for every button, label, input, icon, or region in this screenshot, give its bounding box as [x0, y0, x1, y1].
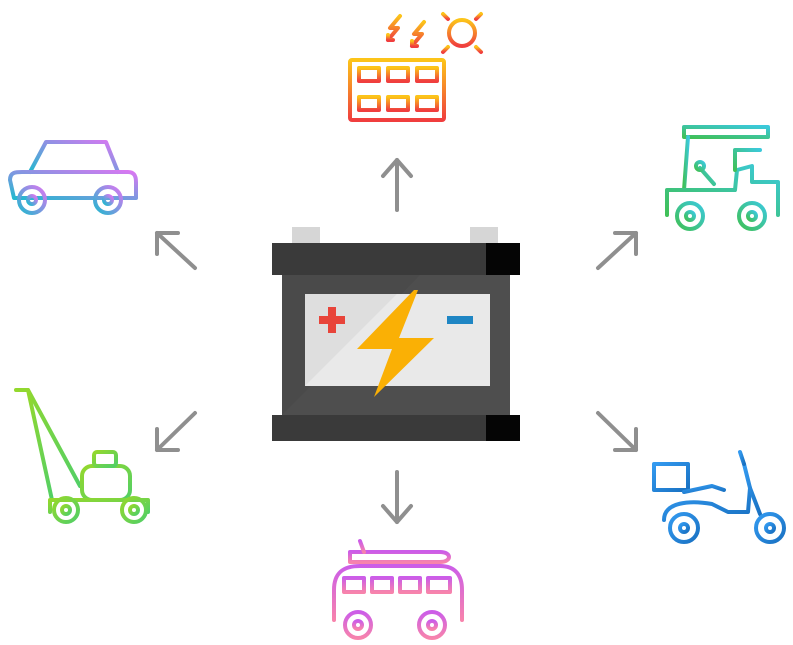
battery-terminal-left: [292, 227, 320, 245]
lawn-mower-icon: [14, 388, 150, 524]
battery-bottom-lid: [272, 415, 520, 441]
arrow-down-left: [155, 411, 197, 452]
car-icon: [8, 140, 138, 215]
battery-top-lid: [272, 243, 520, 275]
minus-symbol: [447, 316, 473, 324]
scooter-icon: [652, 450, 786, 544]
car-battery-icon: [272, 227, 520, 441]
camper-van-icon: [332, 539, 464, 640]
arrow-down-right: [596, 411, 638, 452]
golf-cart-icon: [665, 125, 780, 231]
solar-panel-icon: [348, 4, 491, 142]
arrow-up-right: [596, 231, 638, 270]
arrow-up: [381, 158, 413, 212]
battery-terminal-right: [470, 227, 498, 245]
lightning-bolt-icon: [357, 290, 434, 397]
plus-symbol: [319, 307, 345, 333]
arrow-down: [381, 470, 413, 524]
arrow-up-left: [155, 231, 197, 270]
arrows: [155, 158, 638, 524]
